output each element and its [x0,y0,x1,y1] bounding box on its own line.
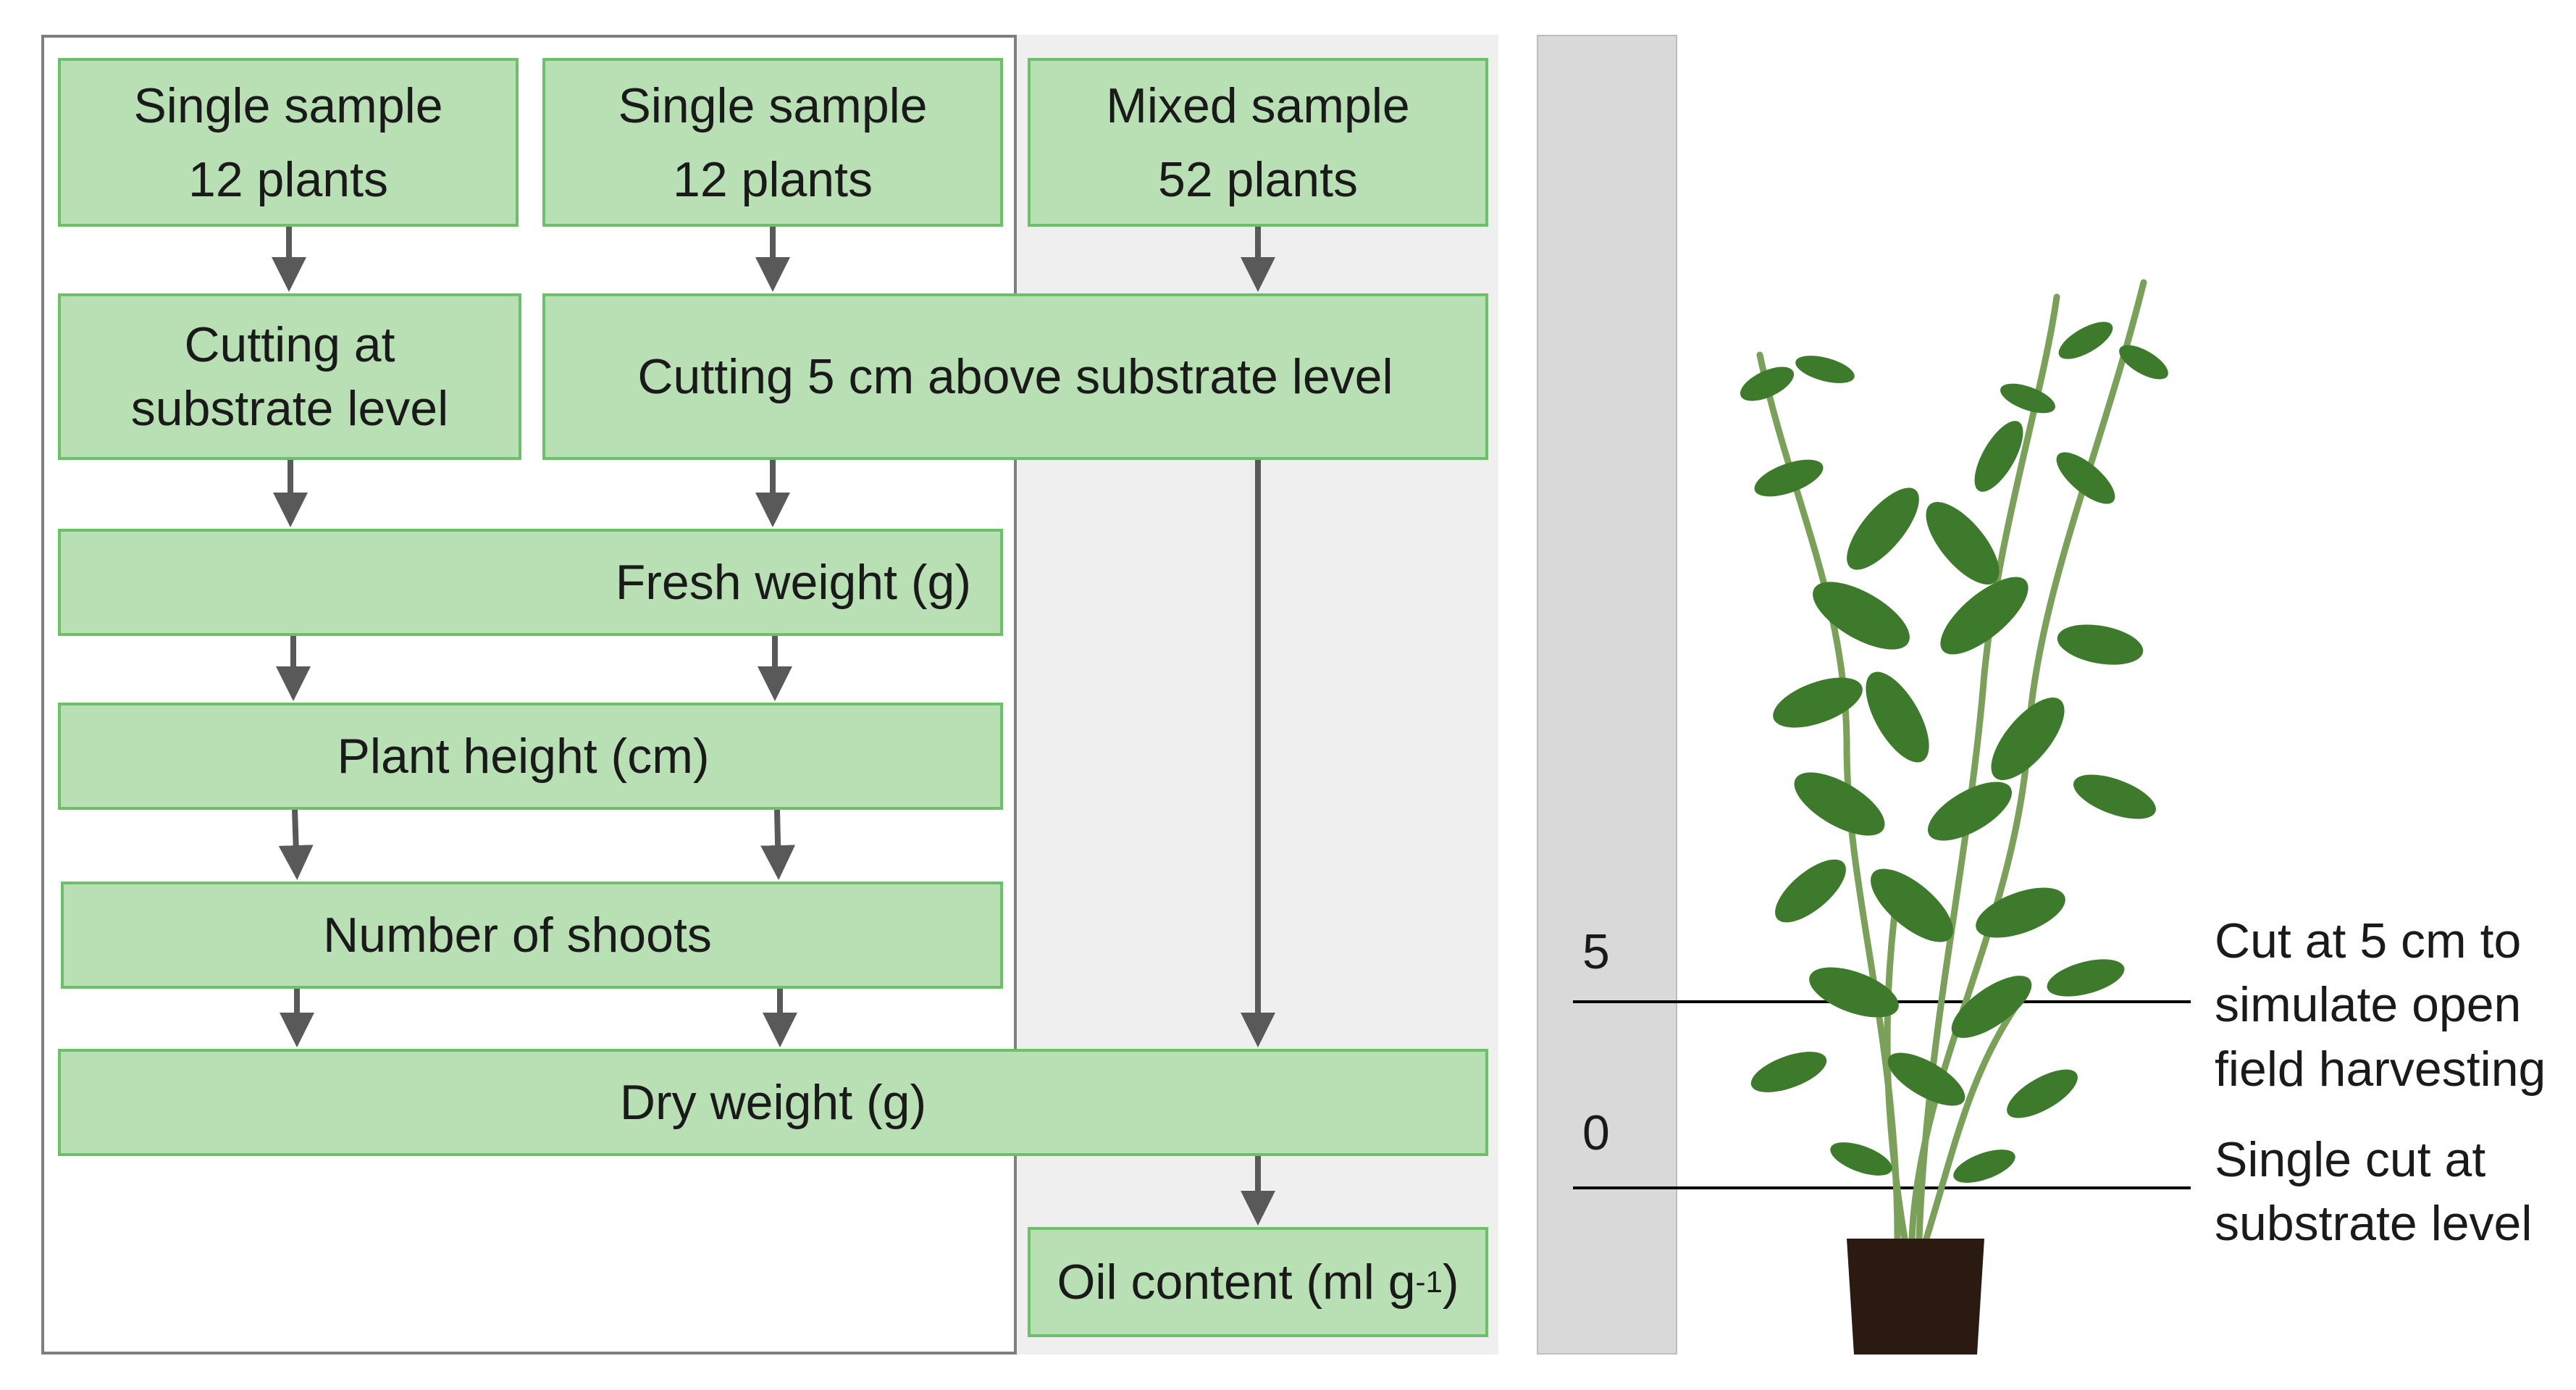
plant-photo [1740,279,2168,1355]
single-sample-box-1: Single sample 12 plants [58,58,519,227]
cutting-substrate-box: Cutting at substrate level [58,293,521,460]
arrow [760,809,796,880]
cutting-5cm-box: Cutting 5 cm above substrate level [542,293,1488,460]
single-sample-box-2: Single sample 12 plants [542,58,1003,227]
sample-count: 12 plants [673,151,873,207]
sample-title: Single sample [618,78,928,133]
dry-weight-box: Dry weight (g) [58,1049,1488,1156]
oil-content-close: ) [1442,1255,1459,1310]
sample-title: Single sample [133,78,443,133]
ruler-tick-5: 5 [1582,924,1610,979]
annotation-substrate-cut: Single cut at substrate level [2215,1132,2533,1252]
oil-content-label: Oil content (ml g [1057,1255,1416,1310]
sample-title: Mixed sample [1106,78,1410,133]
sample-count: 12 plants [188,151,388,207]
number-of-shoots-box: Number of shoots [61,882,1003,989]
mixed-sample-box: Mixed sample 52 plants [1028,58,1488,227]
arrow [278,809,314,880]
height-ruler [1537,35,1677,1355]
sample-count: 52 plants [1158,151,1358,207]
ruler-tick-0: 0 [1582,1105,1610,1160]
fresh-weight-box: Fresh weight (g) [58,529,1003,636]
annotation-5cm-cut: Cut at 5 cm to simulate open field harve… [2215,913,2546,1097]
plant-height-box: Plant height (cm) [58,703,1003,810]
oil-content-box: Oil content (ml g-1) [1028,1227,1488,1337]
